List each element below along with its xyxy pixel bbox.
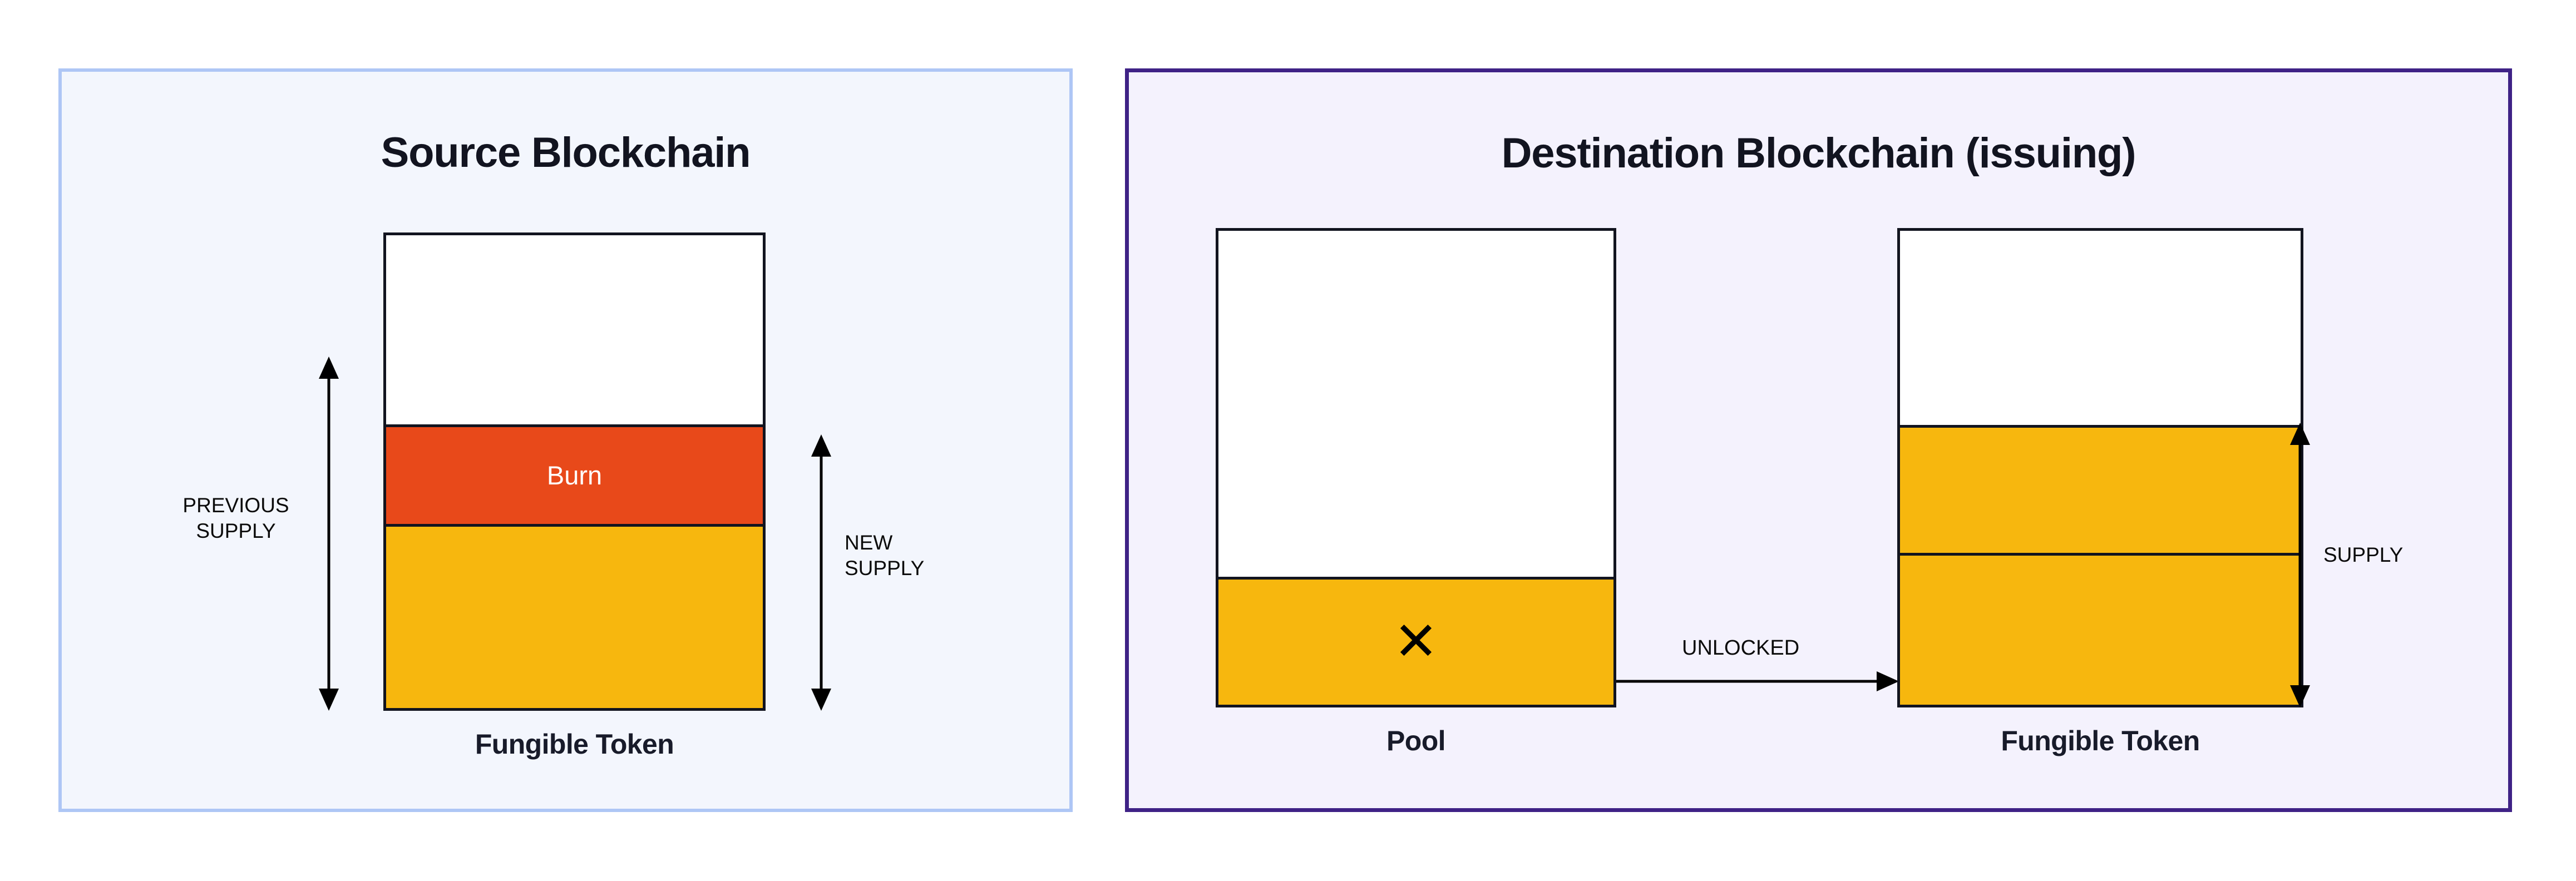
new-supply-measure: NEW SUPPLY [810, 434, 924, 711]
x-mark-icon: ✕ [1393, 612, 1439, 672]
source-fungible-token-bar: Burn Fungible Token [383, 232, 766, 760]
unlocked-flow-arrow: UNLOCKED [1616, 636, 1899, 691]
source-token-segment-burn: Burn [386, 424, 763, 524]
pool-segment-locked: ✕ [1218, 576, 1613, 705]
arrow-head-right-icon [1877, 671, 1899, 691]
arrow-head-down-icon [811, 689, 831, 711]
destination-panel-title: Destination Blockchain (issuing) [1501, 130, 2136, 177]
pool-segment-empty [1218, 231, 1613, 577]
supply-label: SUPPLY [2323, 543, 2404, 566]
source-fungible-token-caption: Fungible Token [475, 729, 674, 760]
source-blockchain-panel: Source Blockchain Burn Fungible Token PR… [58, 68, 1073, 812]
previous-supply-label: PREVIOUS SUPPLY [182, 494, 289, 543]
arrow-head-up-icon [2290, 423, 2310, 445]
previous-supply-measure: PREVIOUS SUPPLY [182, 357, 340, 711]
pool-caption: Pool [1386, 725, 1446, 756]
arrow-head-up-icon [319, 357, 339, 379]
source-token-segment-headroom [386, 235, 763, 424]
new-supply-label: NEW SUPPLY [845, 531, 925, 580]
arrow-head-down-icon [2290, 685, 2310, 707]
destination-fungible-token-bar: Fungible Token [1897, 228, 2303, 756]
unlocked-label: UNLOCKED [1682, 636, 1800, 660]
source-token-segment-remaining [386, 523, 763, 708]
pool-bar: ✕ Pool [1216, 228, 1616, 756]
dest-token-segment-unlocked [1900, 553, 2301, 705]
destination-blockchain-panel: Destination Blockchain (issuing) ✕ Pool … [1125, 68, 2512, 812]
dest-token-segment-existing [1900, 425, 2301, 553]
arrow-head-up-icon [811, 434, 831, 457]
source-panel-title: Source Blockchain [381, 129, 751, 176]
dest-token-segment-headroom [1900, 231, 2301, 425]
destination-fungible-token-caption: Fungible Token [2001, 725, 2200, 756]
arrow-head-down-icon [319, 689, 339, 711]
supply-measure: SUPPLY [2289, 423, 2403, 707]
